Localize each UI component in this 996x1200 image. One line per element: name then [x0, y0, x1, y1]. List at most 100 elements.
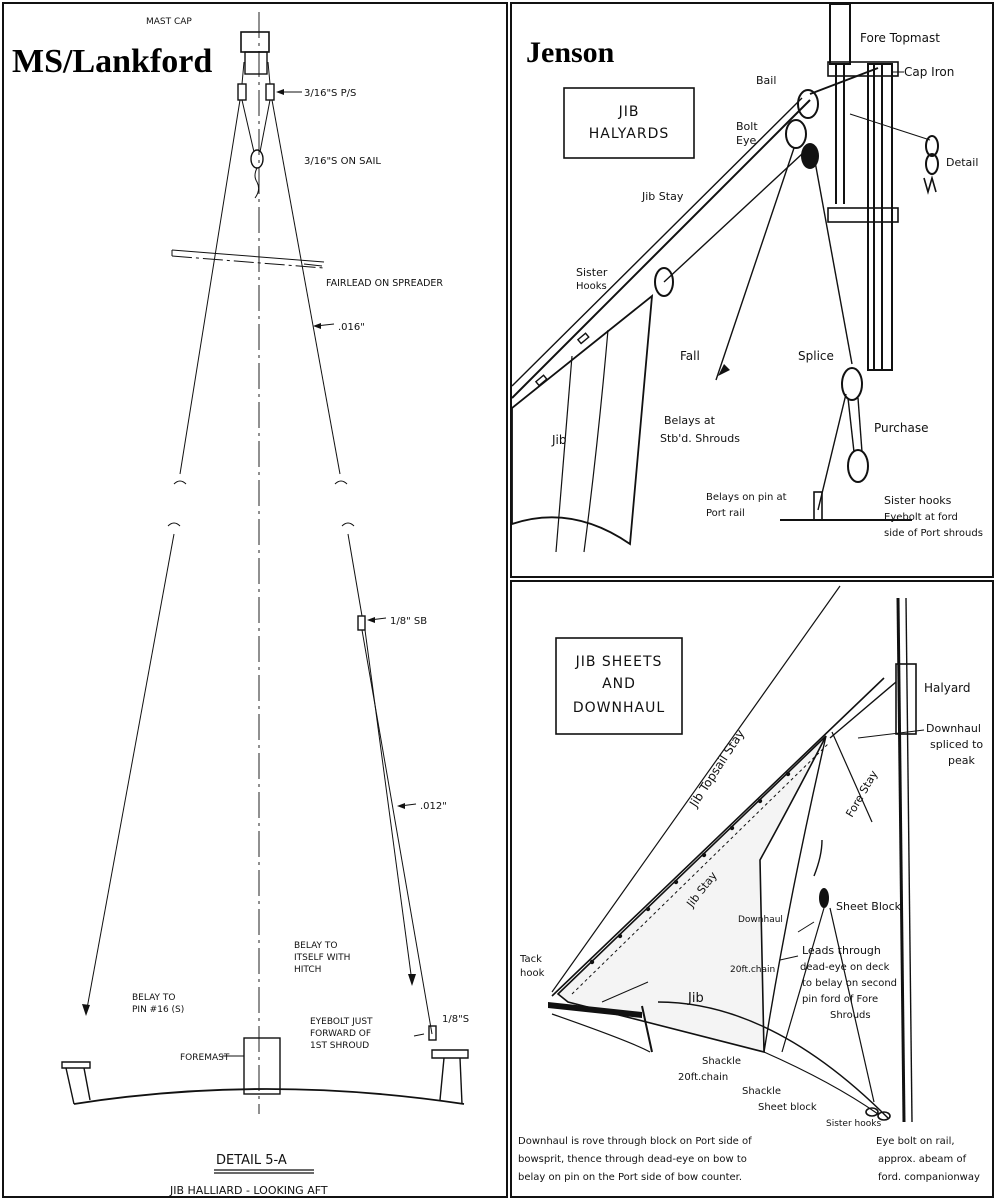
label-cap-iron: Cap Iron	[904, 65, 954, 79]
sheets-box	[555, 637, 683, 735]
jenson-halyards-panel: JIB HALYARDS Jenson Fore Topmast Cap Iro…	[510, 2, 994, 578]
sheets-box-line2: AND	[602, 676, 636, 692]
label-downhaul: Downhaul	[738, 915, 783, 925]
ps-block-left	[237, 83, 247, 101]
label-belays-pin-2: Port rail	[706, 508, 745, 519]
note-line-2: bowsprit, thence through dead-eye on bow…	[518, 1154, 747, 1165]
label-leads-3: to belay on second	[802, 978, 897, 989]
halyard-line	[829, 681, 897, 739]
note-line-1: Downhaul is rove through block on Port s…	[518, 1136, 752, 1147]
label-belay-itself-2: ITSELF WITH	[294, 953, 350, 963]
mast-band	[895, 663, 917, 735]
label-shackle: Shackle	[702, 1056, 741, 1067]
cap-iron	[827, 61, 899, 77]
sheet-line	[763, 1051, 879, 1115]
label-012: .012"	[420, 801, 447, 812]
label-belay-pin-1: BELAY TO	[132, 993, 175, 1003]
jenson-halyards-drawing: JIB HALYARDS Jenson Fore Topmast Cap Iro…	[512, 4, 983, 553]
jib-topsail-stay	[551, 585, 841, 993]
label-016: .016"	[338, 322, 365, 333]
label-shackle-b: Shackle	[742, 1086, 781, 1097]
deck-line	[657, 1001, 889, 1119]
label-belay-itself-3: HITCH	[294, 965, 321, 975]
label-eye: Eye	[736, 134, 756, 147]
label-bolt: Bolt	[736, 120, 758, 133]
s-block	[428, 1025, 437, 1041]
label-purchase: Purchase	[874, 421, 929, 435]
label-eyebolt-1: Eyebolt at ford	[884, 512, 958, 523]
label-jib: Jib	[687, 991, 704, 1006]
label-ps-block: 3/16"S P/S	[304, 88, 356, 99]
sheet-block	[819, 888, 829, 908]
label-chain-20: 20ft.chain	[730, 965, 775, 975]
label-bail: Bail	[756, 74, 776, 87]
label-fairlead: FAIRLEAD ON SPREADER	[326, 278, 443, 289]
label-caption: JIB HALLIARD - LOOKING AFT	[169, 1184, 328, 1197]
mast-cap-lower	[244, 51, 268, 75]
label-eyebolt-2: side of Port shrouds	[884, 528, 983, 539]
sheets-box-line3: DOWNHAUL	[573, 700, 665, 716]
halyards-box	[563, 87, 695, 159]
label-fore-topmast: Fore Topmast	[860, 31, 940, 45]
fore-stay	[831, 731, 873, 823]
label-fall: Fall	[680, 349, 700, 363]
jenson-sheets-panel: JIB SHEETS AND DOWNHAUL Halyard Downhaul…	[510, 580, 994, 1198]
label-splice: Splice	[798, 349, 834, 363]
lower-cap	[827, 207, 899, 223]
sail-block	[250, 149, 264, 169]
sb-block	[357, 615, 366, 631]
label-eyebolt-2: approx. abeam of	[878, 1154, 967, 1165]
label-detail: Detail	[946, 156, 978, 169]
label-foremast: FOREMAST	[180, 1053, 230, 1063]
label-sheet-block: Sheet Block	[836, 900, 902, 913]
label-eyebolt-3: ford. companionway	[878, 1172, 980, 1183]
label-s-block: 1/8"S	[442, 1014, 469, 1025]
label-jib-stay: Jib Stay	[641, 190, 684, 203]
jib-stay	[551, 677, 885, 997]
sheets-box-line1: JIB SHEETS	[575, 654, 663, 670]
label-tack-1: Tack	[519, 954, 542, 965]
belay-pin	[813, 491, 823, 521]
label-eyebolt-1: Eye bolt on rail,	[876, 1136, 955, 1147]
label-sister-hooks: Sister hooks	[826, 1119, 881, 1129]
label-belays-stbd-1: Belays at	[664, 414, 716, 427]
note-line-3: belay on pin on the Port side of bow cou…	[518, 1172, 742, 1183]
label-fore-stay: Fore Stay	[843, 768, 880, 820]
fall-line	[715, 147, 795, 381]
purchase-block-lower	[847, 449, 869, 483]
jenson-sheets-drawing: JIB SHEETS AND DOWNHAUL Halyard Downhaul…	[518, 585, 983, 1183]
sister-hooks-block	[654, 267, 674, 297]
label-downhaul-spliced-2: spliced to	[930, 738, 983, 751]
label-leads-5: Shrouds	[830, 1010, 871, 1021]
jib-sail	[556, 735, 827, 1054]
label-downhaul-spliced-3: peak	[948, 754, 975, 767]
label-belay-itself-1: BELAY TO	[294, 941, 337, 951]
jenson-title: Jenson	[526, 36, 615, 69]
label-leads-1: Leads through	[802, 944, 881, 957]
label-mast-cap: MAST CAP	[146, 17, 192, 27]
label-on-sail: 3/16"S ON SAIL	[304, 156, 381, 167]
mast-cap	[240, 31, 270, 53]
ps-block-right	[265, 83, 275, 101]
label-sister-hooks-b: Sister hooks	[884, 494, 952, 507]
spreader	[171, 249, 325, 263]
label-chain-20b: 20ft.chain	[678, 1072, 728, 1083]
hull-line	[73, 1088, 465, 1105]
label-belay-pin-2: PIN #16 (S)	[132, 1005, 184, 1015]
label-sheet-block-b: Sheet block	[758, 1102, 817, 1113]
label-belays-stbd-2: Stb'd. Shrouds	[660, 432, 740, 445]
foremast	[896, 597, 906, 1123]
lankford-drawing: MS/Lankford MAST CAP 3/16"S P/S 3/16"S O…	[12, 12, 469, 1197]
jib-sail	[512, 293, 654, 546]
halyard-block-1	[785, 119, 807, 149]
jib-stay	[512, 99, 811, 399]
label-eyebolt-1: EYEBOLT JUST	[310, 1017, 373, 1027]
foremast	[243, 1037, 281, 1095]
label-jib-topsail-stay: Jib Topsail Stay	[686, 727, 747, 810]
purchase-block-upper	[841, 367, 863, 401]
label-detail: DETAIL 5-A	[216, 1153, 287, 1168]
label-sb: 1/8" SB	[390, 616, 427, 627]
label-tack-2: hook	[520, 968, 545, 979]
fore-topmast-top	[829, 4, 851, 65]
label-eyebolt-3: 1ST SHROUD	[310, 1041, 369, 1051]
